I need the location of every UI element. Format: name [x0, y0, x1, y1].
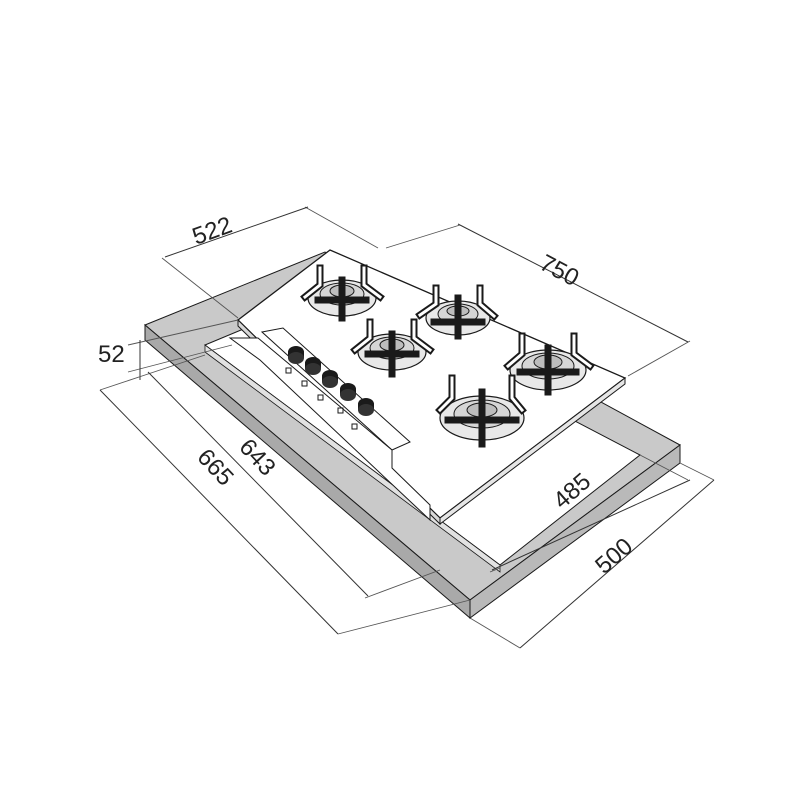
dim-line-inner-depth — [147, 371, 369, 597]
burner-front-right — [435, 374, 527, 448]
knob-2[interactable] — [301, 357, 321, 387]
label-height: 52 — [98, 341, 125, 368]
burner-right-wok — [503, 332, 595, 396]
hob-body — [228, 337, 431, 522]
dimension-lines — [99, 206, 715, 649]
control-strip — [260, 327, 411, 451]
label-top-depth: 522 — [189, 212, 236, 251]
knob-3[interactable] — [317, 370, 338, 401]
dim-line-top-width — [457, 223, 689, 343]
burner-front-left — [350, 318, 435, 378]
burners — [300, 264, 595, 448]
knob-5[interactable] — [351, 398, 374, 430]
knob-4[interactable] — [337, 383, 356, 414]
dim-line-outer-width — [519, 479, 715, 649]
knob-1[interactable] — [285, 346, 304, 374]
dim-line-top-depth — [164, 206, 309, 258]
dim-line-cutout-width — [491, 479, 691, 571]
label-outer-depth: 665 — [192, 444, 239, 492]
burner-rear-left — [300, 264, 385, 322]
burner-rear-right — [415, 284, 499, 340]
hob-glass-edge-right — [439, 376, 626, 526]
dim-line-outer-depth — [99, 389, 339, 635]
hob — [228, 249, 627, 526]
control-knobs — [285, 346, 374, 430]
label-outer-width: 500 — [590, 533, 638, 580]
label-top-width: 750 — [535, 249, 583, 292]
